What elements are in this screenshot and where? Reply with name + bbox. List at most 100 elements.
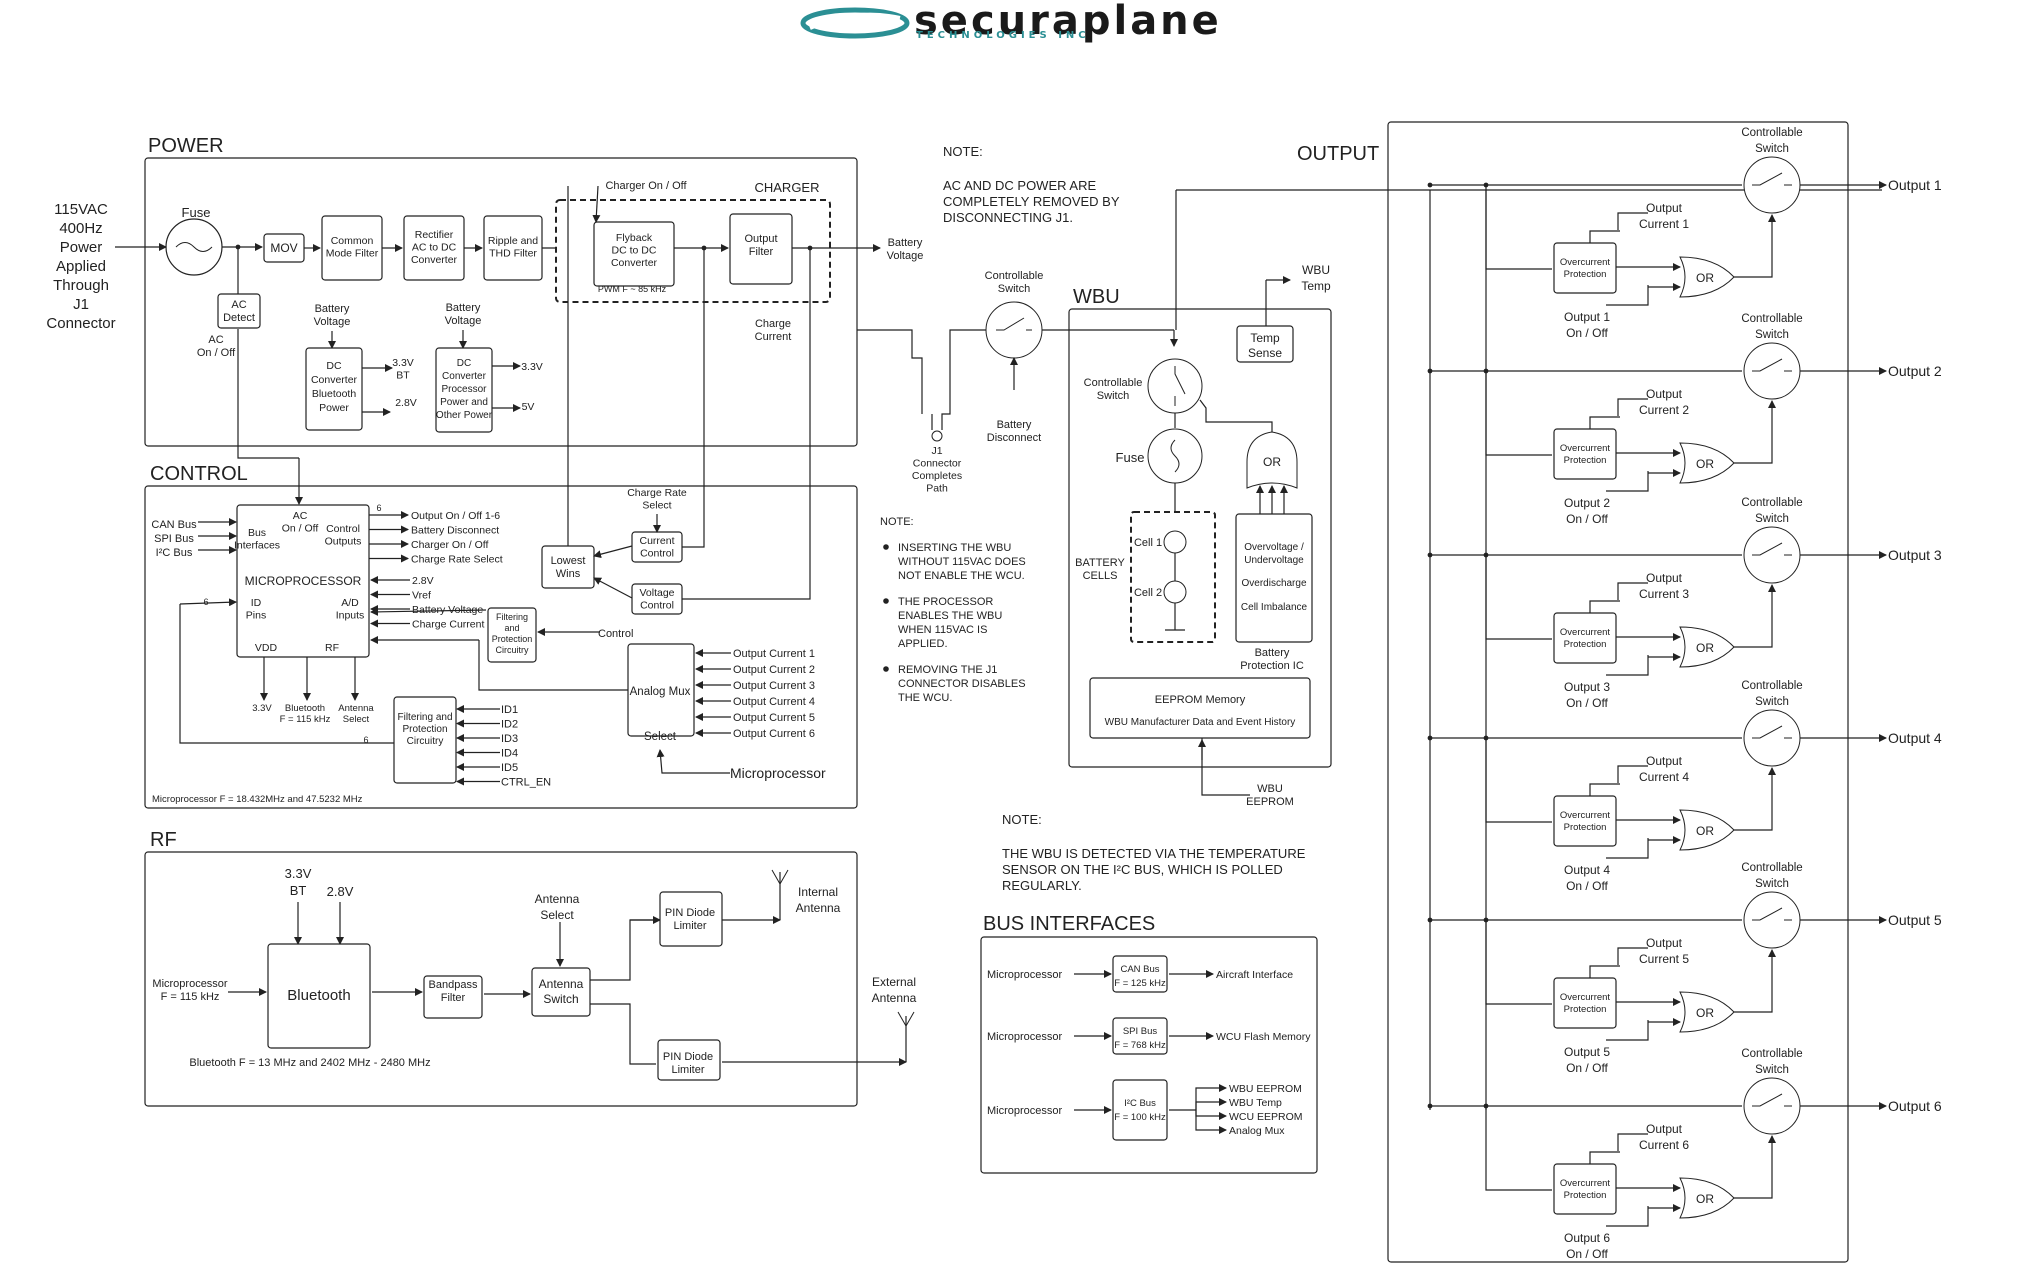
output-switch-label-4: Controllable [1741,862,1802,874]
wire [1199,399,1273,432]
junction-dot [1483,917,1489,923]
input-power-label: 115VAC [54,201,108,218]
overcurrent-block-2 [1553,612,1617,664]
wire [1589,600,1620,613]
output-or-gate-2 [1679,626,1735,668]
output-onoff-label-3: Output 4 [1564,863,1610,877]
output-onoff-label-2: Output 3 [1564,680,1610,694]
output-current-label-4: Current 5 [1639,952,1689,966]
output-switch-label-2: Switch [1755,513,1789,525]
micro-ac-onoff-label: AC [293,510,308,522]
output-current-label-3: Output [1646,754,1683,768]
note2-bullet-2: CONNECTOR DISABLES [898,678,1026,690]
id-pins-label: ID [251,597,262,609]
mux-input-4: Output Current 5 [733,712,815,724]
bus-box-label-1: SPI Bus [1123,1026,1158,1037]
junction-dot [1483,735,1489,741]
wire [1606,655,1649,676]
flyback-block [593,221,675,287]
note3-text: THE WBU IS DETECTED VIA THE TEMPERATURE [1002,846,1306,861]
rf-v33bt-label: 3.3V [285,866,312,881]
wire [1485,555,1552,640]
bottom-3v3: 3.3V [252,703,272,714]
rectifier-label: Converter [411,254,458,266]
external-antenna-icon [897,1011,915,1028]
output-switch-label-3: Controllable [1741,680,1802,692]
bottom-bluetooth: Bluetooth [285,703,325,714]
output-or-label-0: OR [1696,271,1714,285]
ad-inputs-label: Inputs [336,610,365,622]
wire [1606,471,1649,492]
overcurrent-label-5: Overcurrent [1560,1178,1611,1189]
overcurrent-label-3: Protection [1564,822,1607,833]
output-onoff-label-5: On / Off [1566,1247,1608,1261]
note1-text: AC AND DC POWER ARE [943,178,1096,193]
input-power-label: J1 [73,296,89,313]
note2-bullet-1: APPLIED. [898,638,948,650]
battery-voltage-1-label: Battery [315,303,350,315]
output-current-label-1: Current 2 [1639,403,1689,417]
output-onoff-label-1: On / Off [1566,512,1608,526]
external-antenna-label: Antenna [872,991,917,1005]
mux-input-0: Output Current 1 [733,648,815,660]
note3-text: REGULARLY. [1002,878,1082,893]
input-power-label: Through [53,277,109,294]
protection-od-label: Overdischarge [1241,578,1306,589]
rf-micro-in-label: F = 115 kHz [161,991,220,1003]
note1-text: DISCONNECTING J1. [943,210,1073,225]
note2-bullet-1: WHEN 115VAC IS [898,624,987,636]
wire [1617,582,1648,600]
charge-rate-select-label: Charge Rate [627,487,687,499]
output-onoff-label-0: On / Off [1566,326,1608,340]
internal-antenna-label: Antenna [796,901,841,915]
overcurrent-label-3: Overcurrent [1560,810,1611,821]
wire [478,640,628,691]
wire [1589,416,1620,429]
dc-bt-label: Converter [311,374,358,386]
protection-ic-label: Protection IC [1240,660,1304,672]
dc-bt-label: Bluetooth [312,388,357,400]
bluetooth-block [267,943,371,1049]
overcurrent-block-4 [1553,977,1617,1029]
pin1-label: Limiter [673,920,706,932]
output-current-label-4: Output [1646,936,1683,950]
control-bus-labels: SPI Bus [154,533,194,545]
junction-dot [1427,735,1433,741]
ac-onoff-label: On / Off [197,347,236,359]
bus-box-label-2: F = 100 kHz [1114,1112,1166,1123]
wire [593,545,633,559]
ac-detect-label: Detect [223,312,255,324]
antenna-switch-block [531,967,591,1017]
pwm-label: PWM F ~ 85 kHz [598,284,667,294]
j1-label: J1 [931,445,942,457]
output-label-0: Output 1 [1888,177,1942,193]
wire [1617,212,1648,230]
control-outputs-label: Control [326,523,360,535]
output-current-label-0: Current 1 [1639,217,1689,231]
wbu-or-label: OR [1263,455,1281,469]
antenna-switch-label: Antenna [539,977,584,991]
wire [237,329,299,459]
j1-label: Completes [912,470,962,482]
note2-bullet-1: ENABLES THE WBU [898,610,1002,622]
output-filter-block [729,213,793,285]
wire [179,598,237,607]
ac-detect-block [217,293,261,329]
fuse-label: Fuse [182,205,211,220]
mux-input-5: Output Current 6 [733,728,815,740]
overcurrent-block-5 [1553,1163,1617,1215]
output-or-gate-1 [1679,442,1735,484]
dc-bt-label: Power [319,402,349,414]
overcurrent-label-0: Protection [1564,269,1607,280]
note2-bullet-dot [883,666,889,672]
lowest-wins-label: Wins [556,568,581,580]
id-input-1: ID2 [501,719,518,731]
wire [1734,400,1776,464]
analog-mux-select-label: Select [644,731,677,743]
antenna-switch-label: Switch [543,992,578,1006]
temp-sense-label: Sense [1248,346,1282,360]
output-switch-label-1: Switch [1755,329,1789,341]
wire [1485,738,1552,823]
control-input-3: Charge Current [412,619,484,631]
output-onoff-label-4: Output 5 [1564,1045,1610,1059]
